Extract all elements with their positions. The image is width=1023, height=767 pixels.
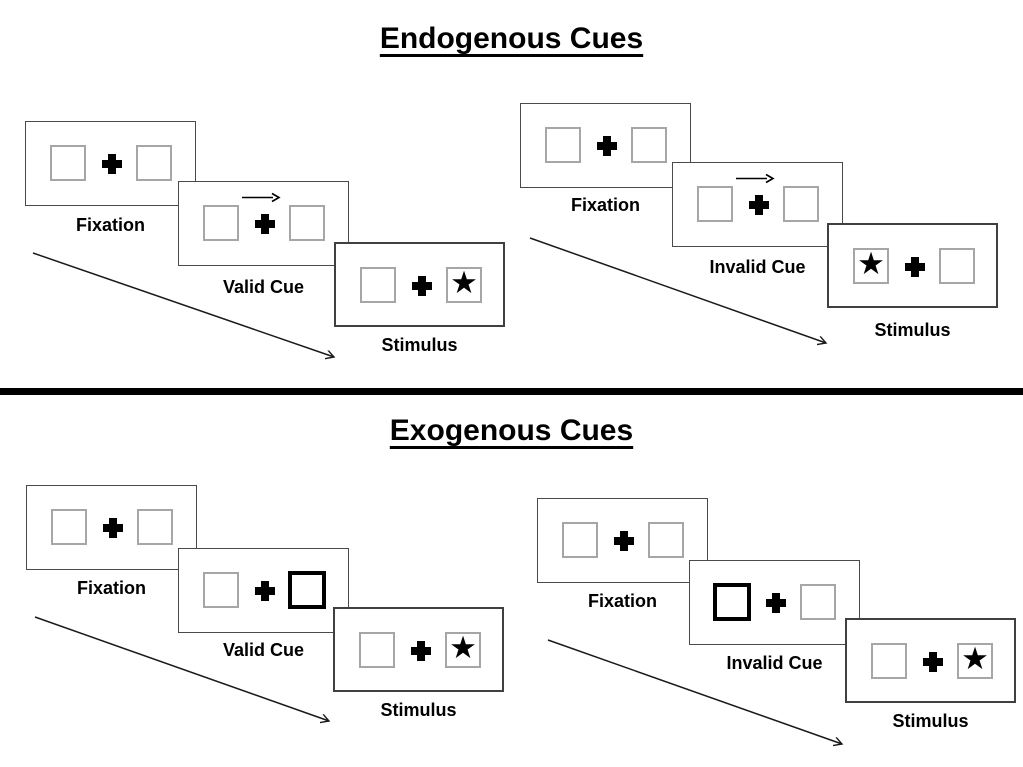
panel-label: Fixation [75, 215, 145, 235]
right-box [631, 127, 667, 163]
stimulus-panel: ★ [334, 242, 505, 327]
panel-label: Invalid Cue [726, 653, 823, 673]
fixation-cross-icon [255, 581, 275, 601]
panel-label: Valid Cue [222, 640, 305, 660]
left-box [203, 205, 239, 241]
cue-highlight-box [713, 583, 751, 621]
panel-label: Stimulus [381, 335, 458, 355]
panel-label: Stimulus [892, 711, 969, 731]
right-arrow-icon [736, 173, 775, 184]
left-box [359, 632, 395, 668]
fixation-cross-icon [597, 136, 617, 156]
star-box: ★ [957, 643, 993, 679]
valid-cue-panel [178, 181, 349, 266]
fixation-cross-icon [923, 652, 943, 672]
star-icon: ★ [450, 265, 478, 301]
stimulus-panel: ★ [827, 223, 998, 308]
star-box: ★ [853, 248, 889, 284]
fixation-panel [520, 103, 691, 188]
invalid-cue-panel [689, 560, 860, 645]
left-box [360, 267, 396, 303]
panel-label: Stimulus [874, 320, 951, 340]
right-box [648, 522, 684, 558]
time-arrow-endogenous-valid [32, 252, 334, 357]
right-box [939, 248, 975, 284]
panel-label: Fixation [587, 591, 657, 611]
left-box [50, 145, 86, 181]
panel-label: Invalid Cue [709, 257, 806, 277]
star-icon: ★ [961, 641, 989, 677]
panel-label: Stimulus [380, 700, 457, 720]
star-box: ★ [446, 267, 482, 303]
fixation-cross-icon [103, 518, 123, 538]
left-box [871, 643, 907, 679]
section-title-endogenous: Endogenous Cues [379, 22, 644, 55]
time-arrow-endogenous-invalid [529, 237, 826, 343]
fixation-cross-icon [766, 593, 786, 613]
fixation-cross-icon [412, 276, 432, 296]
fixation-cross-icon [905, 257, 925, 277]
section-divider [0, 388, 1023, 395]
left-box [545, 127, 581, 163]
right-box [136, 145, 172, 181]
fixation-panel [537, 498, 708, 583]
right-box [137, 509, 173, 545]
left-box [51, 509, 87, 545]
section-title-exogenous: Exogenous Cues [389, 414, 634, 447]
right-box [289, 205, 325, 241]
valid-cue-panel [178, 548, 349, 633]
stimulus-panel: ★ [845, 618, 1016, 703]
fixation-cross-icon [614, 531, 634, 551]
star-box: ★ [445, 632, 481, 668]
right-box [800, 584, 836, 620]
fixation-panel [26, 485, 197, 570]
left-box [203, 572, 239, 608]
fixation-panel [25, 121, 196, 206]
star-icon: ★ [449, 630, 477, 666]
left-box [562, 522, 598, 558]
fixation-cross-icon [749, 195, 769, 215]
stimulus-panel: ★ [333, 607, 504, 692]
panel-label: Valid Cue [222, 277, 305, 297]
right-arrow-icon [242, 192, 281, 203]
fixation-cross-icon [255, 214, 275, 234]
star-icon: ★ [857, 246, 885, 282]
right-box [783, 186, 819, 222]
invalid-cue-panel [672, 162, 843, 247]
fixation-cross-icon [102, 154, 122, 174]
panel-label: Fixation [570, 195, 640, 215]
panel-label: Fixation [76, 578, 146, 598]
fixation-cross-icon [411, 641, 431, 661]
cue-highlight-box [288, 571, 326, 609]
left-box [697, 186, 733, 222]
